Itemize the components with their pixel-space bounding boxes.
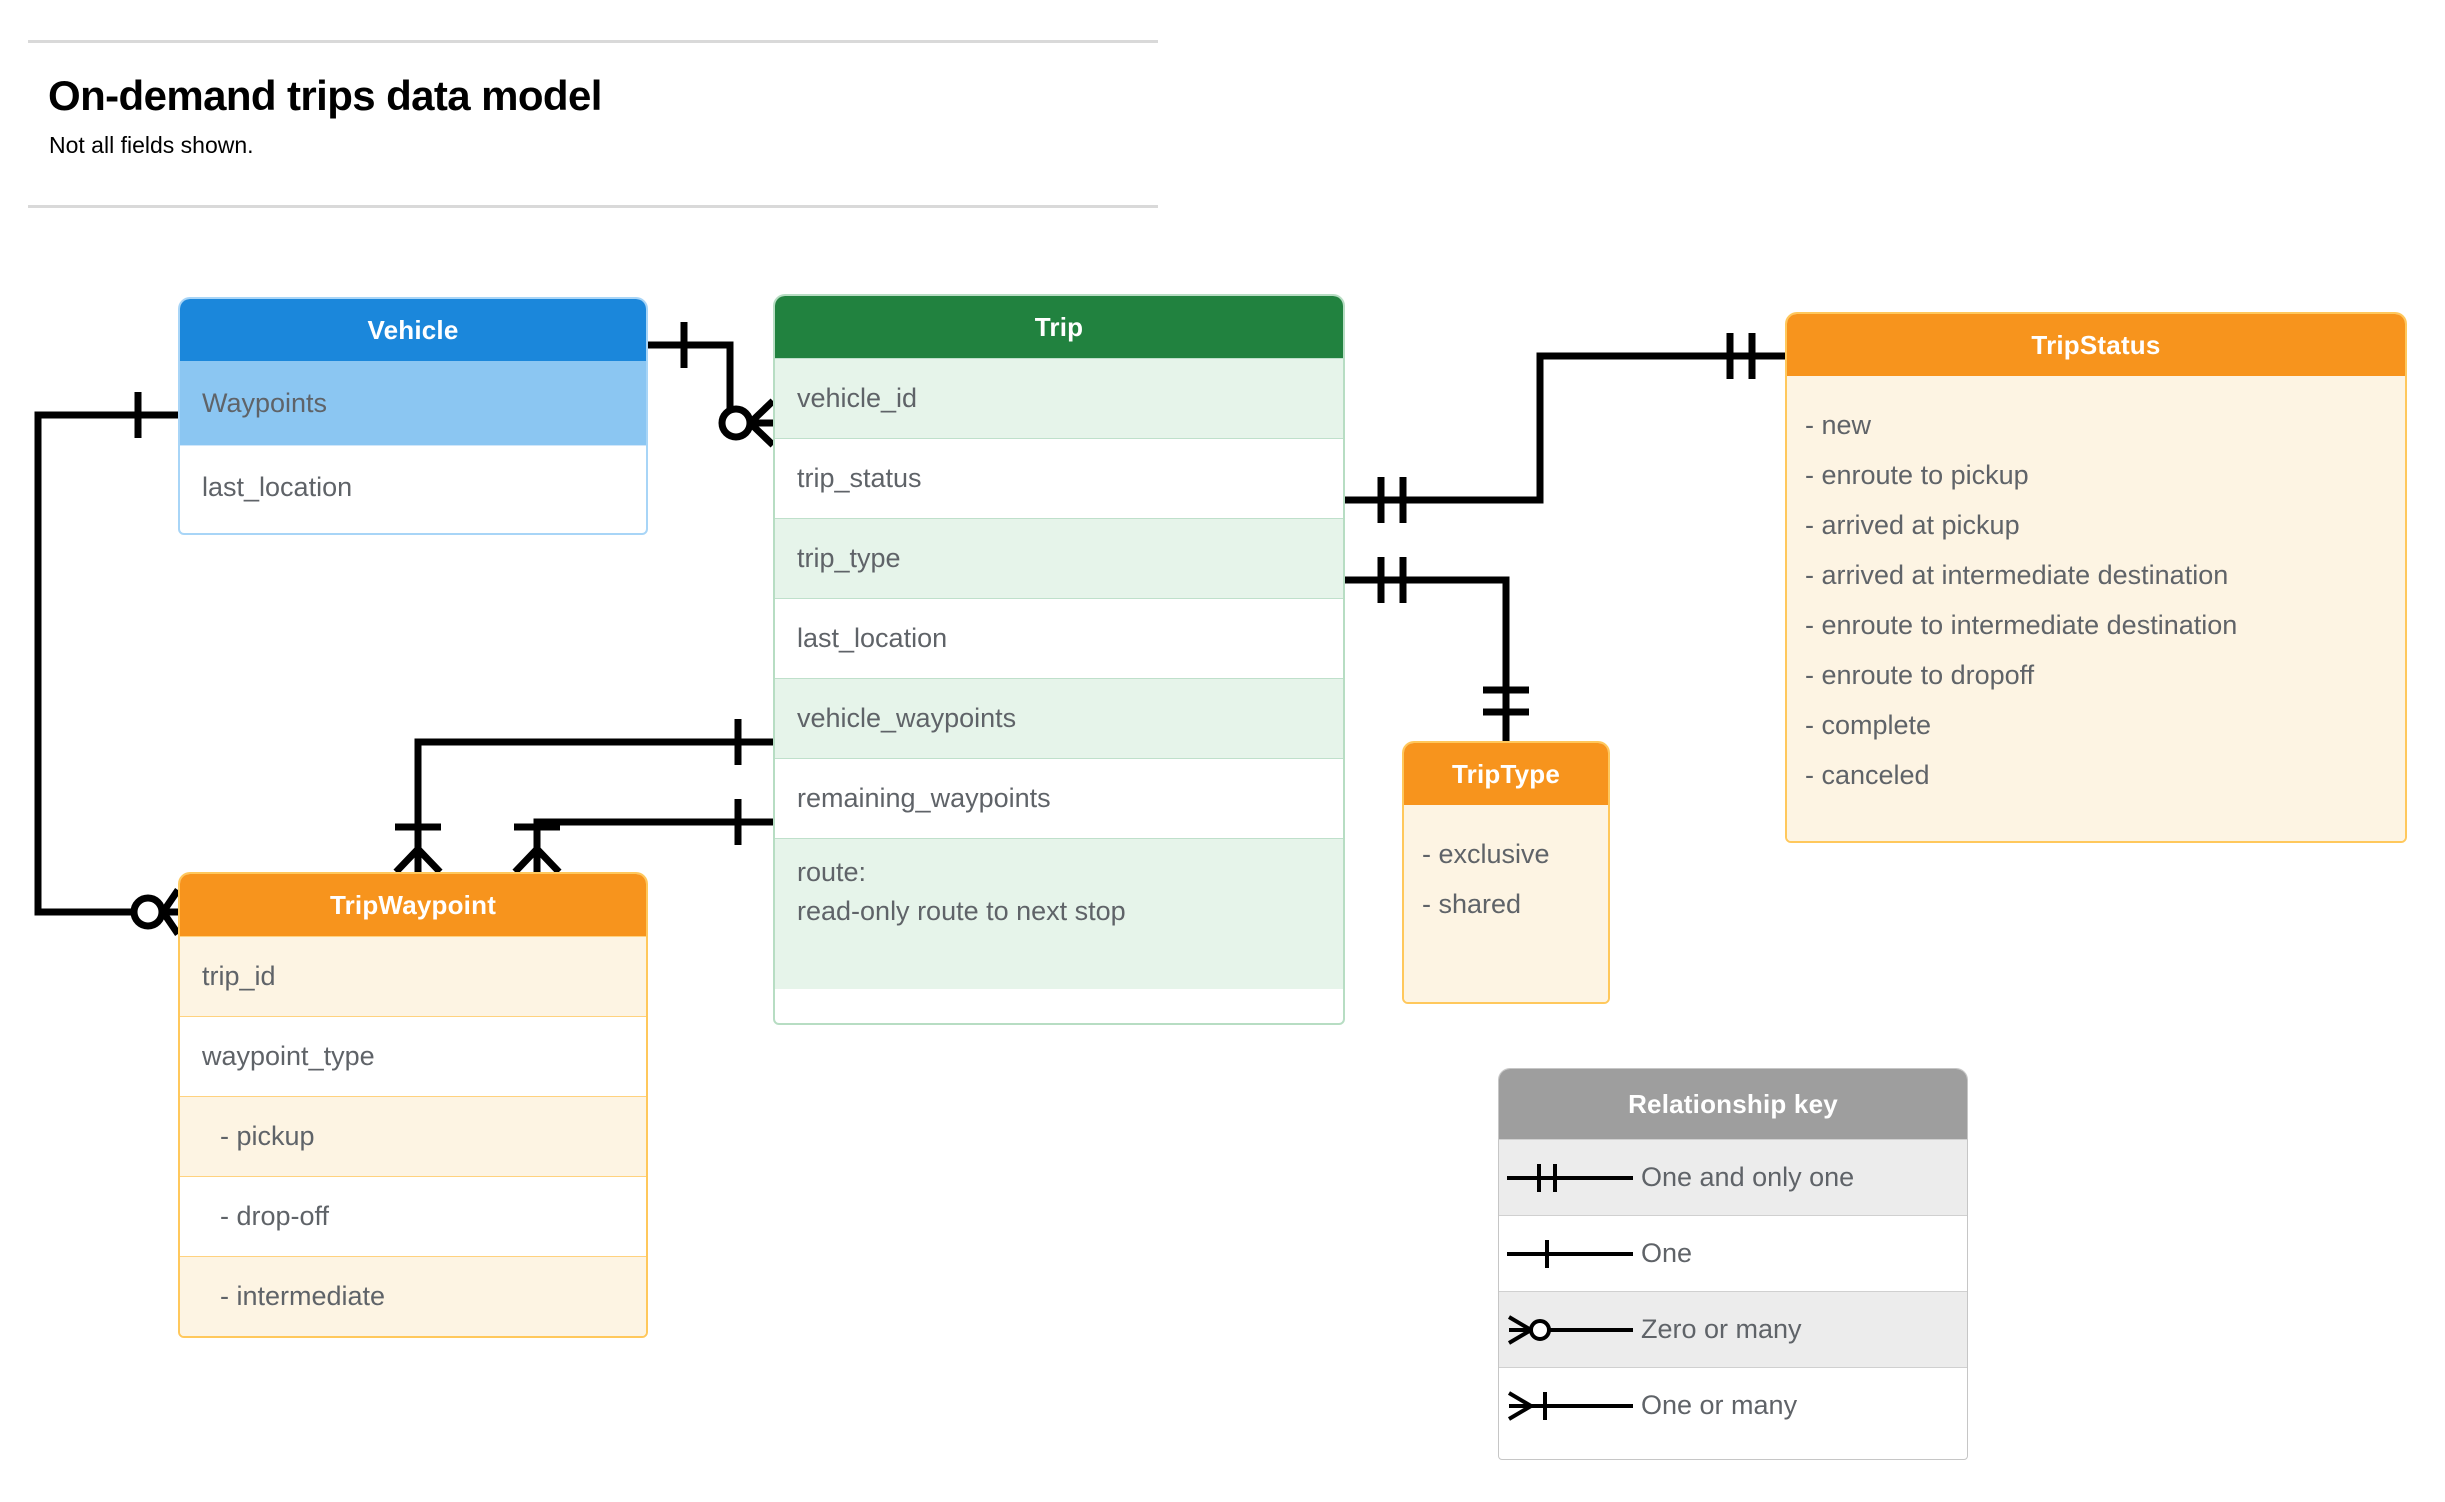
relationship-key-panel: Relationship key One and only one One [1498,1068,1968,1460]
triptype-value-shared: - shared [1422,889,1522,919]
field-trip-route[interactable]: route: read-only route to next stop [775,838,1343,989]
one-or-many-icon [1499,1386,1641,1426]
field-vehicle-waypoints[interactable]: Waypoints [180,361,646,445]
relationship-key-row-zero-or-many: Zero or many [1499,1291,1967,1367]
one-and-only-one-icon [1499,1158,1641,1198]
tripstatus-value-enroute-to-pickup: - enroute to pickup [1805,460,2029,490]
page-title: On-demand trips data model [48,72,602,119]
tripstatus-value-enroute-to-intermediate-destination: - enroute to intermediate destination [1805,610,2238,640]
field-trip-route-description: read-only route to next stop [797,896,1126,927]
waypoint-type-value-intermediate: - intermediate [180,1256,646,1336]
waypoint-type-value-pickup: - pickup [180,1096,646,1176]
one-icon [1499,1234,1641,1274]
entity-tripwaypoint-title: TripWaypoint [180,874,646,936]
header-rule-bottom [28,205,1158,208]
tripstatus-value-new: - new [1805,410,1872,440]
relationship-key-row-one-or-many: One or many [1499,1367,1967,1443]
entity-trip[interactable]: Trip vehicle_id trip_status trip_type la… [773,294,1345,1025]
field-trip-trip-type[interactable]: trip_type [775,518,1343,598]
field-trip-trip-status[interactable]: trip_status [775,438,1343,518]
tripstatus-value-complete: - complete [1805,710,1932,740]
field-tripwaypoint-trip-id[interactable]: trip_id [180,936,646,1016]
triptype-value-exclusive: - exclusive [1422,839,1550,869]
field-trip-route-label: route: [797,857,867,887]
field-trip-remaining-waypoints[interactable]: remaining_waypoints [775,758,1343,838]
zero-or-many-icon [1499,1310,1641,1350]
entity-tripstatus[interactable]: TripStatus - new - enroute to pickup - a… [1785,312,2407,843]
field-trip-vehicle-waypoints[interactable]: vehicle_waypoints [775,678,1343,758]
entity-triptype-title: TripType [1404,743,1608,805]
field-tripwaypoint-waypoint-type[interactable]: waypoint_type [180,1016,646,1096]
page-subtitle: Not all fields shown. [49,132,254,158]
waypoint-type-value-drop-off: - drop-off [180,1176,646,1256]
tripstatus-value-canceled: - canceled [1805,760,1930,790]
header-rule-top [28,40,1158,43]
relationship-key-label-one-and-only-one: One and only one [1641,1162,1855,1192]
tripstatus-value-arrived-at-intermediate-destination: - arrived at intermediate destination [1805,560,2229,590]
entity-triptype-values: - exclusive - shared [1404,805,1608,1002]
relationship-key-row-one: One [1499,1215,1967,1291]
entity-vehicle-title: Vehicle [180,299,646,361]
entity-tripstatus-title: TripStatus [1787,314,2405,376]
relationship-key-row-one-and-only-one: One and only one [1499,1139,1967,1215]
field-vehicle-last-location[interactable]: last_location [180,445,646,529]
tripstatus-value-enroute-to-dropoff: - enroute to dropoff [1805,660,2035,690]
field-trip-last-location[interactable]: last_location [775,598,1343,678]
relationship-key-label-one-or-many: One or many [1641,1390,1798,1420]
field-trip-vehicle-id[interactable]: vehicle_id [775,358,1343,438]
entity-tripwaypoint[interactable]: TripWaypoint trip_id waypoint_type - pic… [178,872,648,1338]
entity-trip-title: Trip [775,296,1343,358]
relationship-key-title: Relationship key [1499,1069,1967,1139]
entity-triptype[interactable]: TripType - exclusive - shared [1402,741,1610,1004]
entity-vehicle[interactable]: Vehicle Waypoints last_location [178,297,648,535]
entity-tripstatus-values: - new - enroute to pickup - arrived at p… [1787,376,2405,841]
tripstatus-value-arrived-at-pickup: - arrived at pickup [1805,510,2020,540]
relationship-key-label-one: One [1641,1238,1693,1268]
relationship-key-label-zero-or-many: Zero or many [1641,1314,1802,1344]
